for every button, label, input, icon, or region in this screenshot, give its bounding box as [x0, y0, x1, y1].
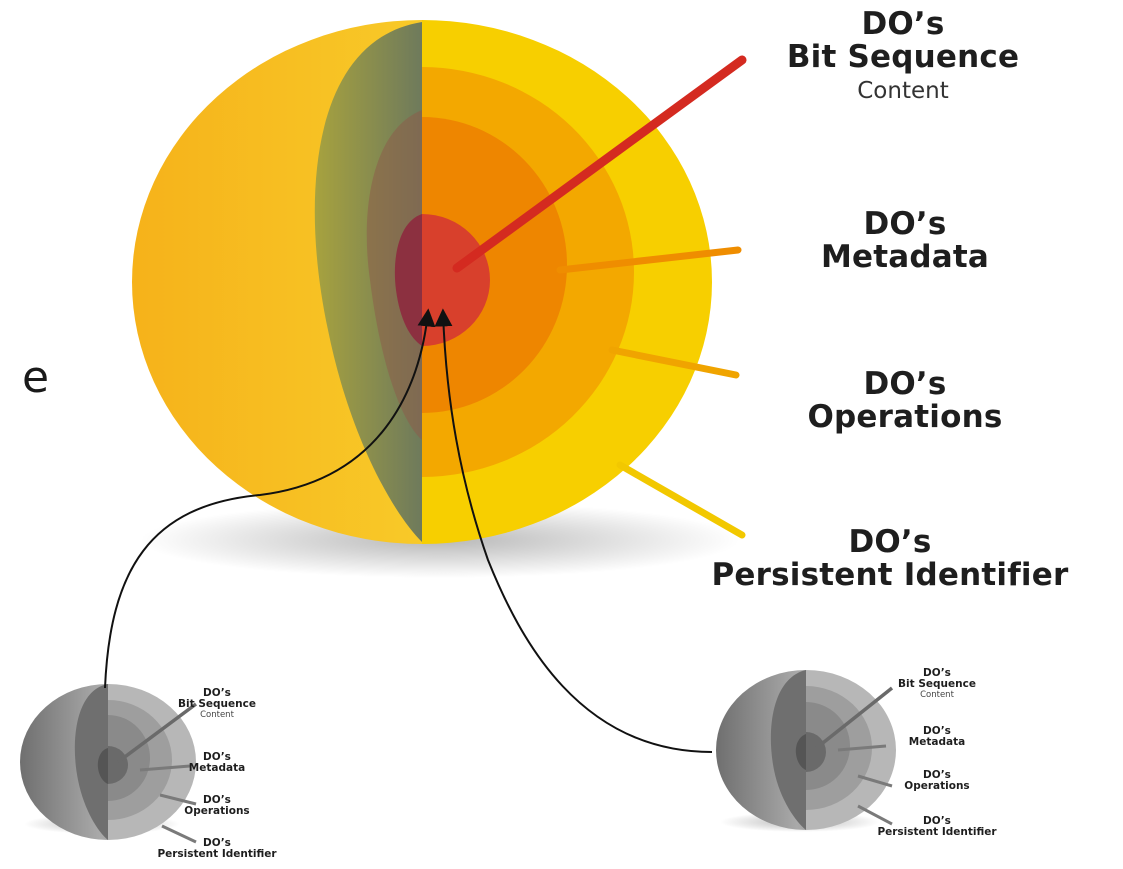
- small-right-pointer-3: [857, 774, 893, 788]
- small-left-label-persistent-identifier-line1: DO’s: [203, 837, 231, 849]
- small-right-label-persistent-identifier-line2: Persistent Identifier: [877, 826, 997, 839]
- big-layer-metadata: [422, 117, 567, 413]
- small-left-label-operations: DO’s Operations: [172, 794, 262, 818]
- big-pointer-persistent-identifier: [616, 461, 746, 539]
- small-left-label-bit-sequence-line2: Bit Sequence: [178, 698, 256, 711]
- small-left-pointer-4: [161, 824, 197, 844]
- big-label-metadata-line2: Metadata: [820, 238, 990, 275]
- small-left-label-persistent-identifier-line2: Persistent Identifier: [157, 848, 277, 861]
- arrow-right-to-core: [434, 308, 713, 753]
- big-label-operations-line1: DO’s: [863, 366, 947, 402]
- big-pointer-operations: [608, 346, 740, 379]
- big-pointer-metadata: [556, 246, 742, 274]
- big-label-persistent-identifier-line1: DO’s: [848, 524, 932, 560]
- small-right-label-bit-sequence-sub: Content: [920, 690, 954, 701]
- truncated-text: e: [22, 352, 50, 403]
- small-right-label-bit-sequence-line2: Bit Sequence: [898, 678, 976, 691]
- small-left-label-metadata-line1: DO’s: [203, 751, 231, 763]
- small-left-label-operations-line1: DO’s: [203, 794, 231, 806]
- small-right-pointer-2: [837, 744, 887, 752]
- small-left-label-bit-sequence-sub: Content: [200, 710, 234, 721]
- big-label-bit-sequence-line2: Bit Sequence: [786, 38, 1020, 75]
- small-left-pointer-1: [116, 702, 198, 764]
- big-label-operations-line2: Operations: [807, 398, 1003, 435]
- small-right-label-operations-line1: DO’s: [923, 769, 951, 781]
- small-left-cut-face: [108, 684, 196, 840]
- small-left-label-metadata: DO’s Metadata: [172, 751, 262, 775]
- arrow-left-to-core: [104, 308, 436, 689]
- small-left-shell: [20, 684, 108, 840]
- big-shell-inner-dark: [366, 110, 422, 440]
- small-right-pointer-4: [857, 804, 893, 826]
- big-label-bit-sequence: DO’s Bit Sequence Content: [758, 8, 1048, 103]
- small-left-label-metadata-line2: Metadata: [188, 762, 246, 775]
- small-right-label-persistent-identifier-line1: DO’s: [923, 815, 951, 827]
- big-label-operations: DO’s Operations: [760, 368, 1050, 433]
- small-left-label-persistent-identifier: DO’s Persistent Identifier: [150, 837, 284, 861]
- small-right-label-bit-sequence-line1: DO’s: [923, 667, 951, 679]
- small-left-pointer-3: [159, 793, 197, 806]
- big-label-persistent-identifier: DO’s Persistent Identifier: [670, 526, 1110, 591]
- small-left-pointer-2: [139, 764, 191, 772]
- big-shell-core-dark: [394, 214, 422, 346]
- big-do-model: [132, 20, 747, 578]
- small-left-label-bit-sequence: DO’s Bit Sequence Content: [172, 687, 262, 721]
- big-model-outer-shell: [132, 20, 422, 544]
- small-left-label-bit-sequence-line1: DO’s: [203, 687, 231, 699]
- big-pointer-bit-sequence: [452, 55, 747, 273]
- big-label-persistent-identifier-line2: Persistent Identifier: [711, 556, 1069, 593]
- small-right-label-operations: DO’s Operations: [892, 769, 982, 793]
- small-right-label-persistent-identifier: DO’s Persistent Identifier: [870, 815, 1004, 839]
- small-right-label-operations-line2: Operations: [904, 780, 970, 793]
- big-label-metadata-line1: DO’s: [863, 206, 947, 242]
- small-do-model-left: [20, 684, 198, 844]
- small-right-label-bit-sequence: DO’s Bit Sequence Content: [892, 667, 982, 701]
- small-right-shell: [716, 670, 806, 830]
- big-label-bit-sequence-sub: Content: [857, 78, 949, 105]
- small-right-label-metadata: DO’s Metadata: [892, 725, 982, 749]
- small-do-model-right: [716, 670, 896, 832]
- big-label-metadata: DO’s Metadata: [760, 208, 1050, 273]
- big-label-bit-sequence-line1: DO’s: [861, 6, 945, 42]
- big-model-cut-face: [422, 20, 712, 544]
- small-left-label-operations-line2: Operations: [184, 805, 250, 818]
- small-right-pointer-1: [812, 686, 894, 752]
- small-right-label-metadata-line2: Metadata: [908, 736, 966, 749]
- small-right-label-metadata-line1: DO’s: [923, 725, 951, 737]
